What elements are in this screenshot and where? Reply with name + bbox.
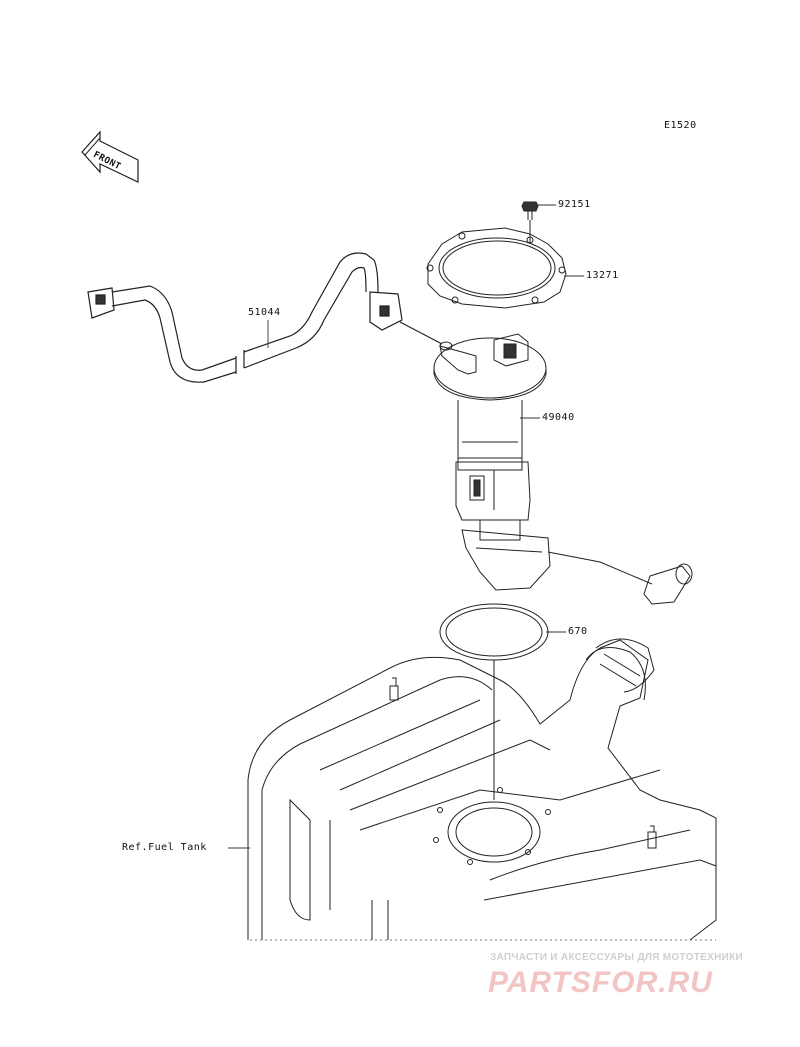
bolt-92151 [522, 202, 538, 244]
front-arrow-icon [82, 132, 138, 182]
diagram-code: E1520 [664, 120, 697, 131]
o-ring-670 [440, 604, 548, 800]
callout-92151: 92151 [558, 199, 591, 210]
watermark-logo: PARTSFOR.RU [488, 966, 713, 999]
leader-lines [228, 205, 584, 848]
callout-49040: 49040 [542, 412, 575, 423]
callout-13271: 13271 [586, 270, 619, 281]
watermark-tagline: ЗАПЧАСТИ И АКСЕССУАРЫ ДЛЯ МОТОТЕХНИКИ [490, 952, 743, 963]
fuel-hose-51044 [88, 253, 442, 382]
callout-51044: 51044 [248, 307, 281, 318]
callout-670: 670 [568, 626, 588, 637]
gasket-13271 [427, 228, 566, 308]
fuel-pump-49040 [434, 334, 692, 604]
fuel-tank [248, 639, 716, 940]
callout-ref-fuel-tank: Ref.Fuel Tank [122, 842, 207, 853]
